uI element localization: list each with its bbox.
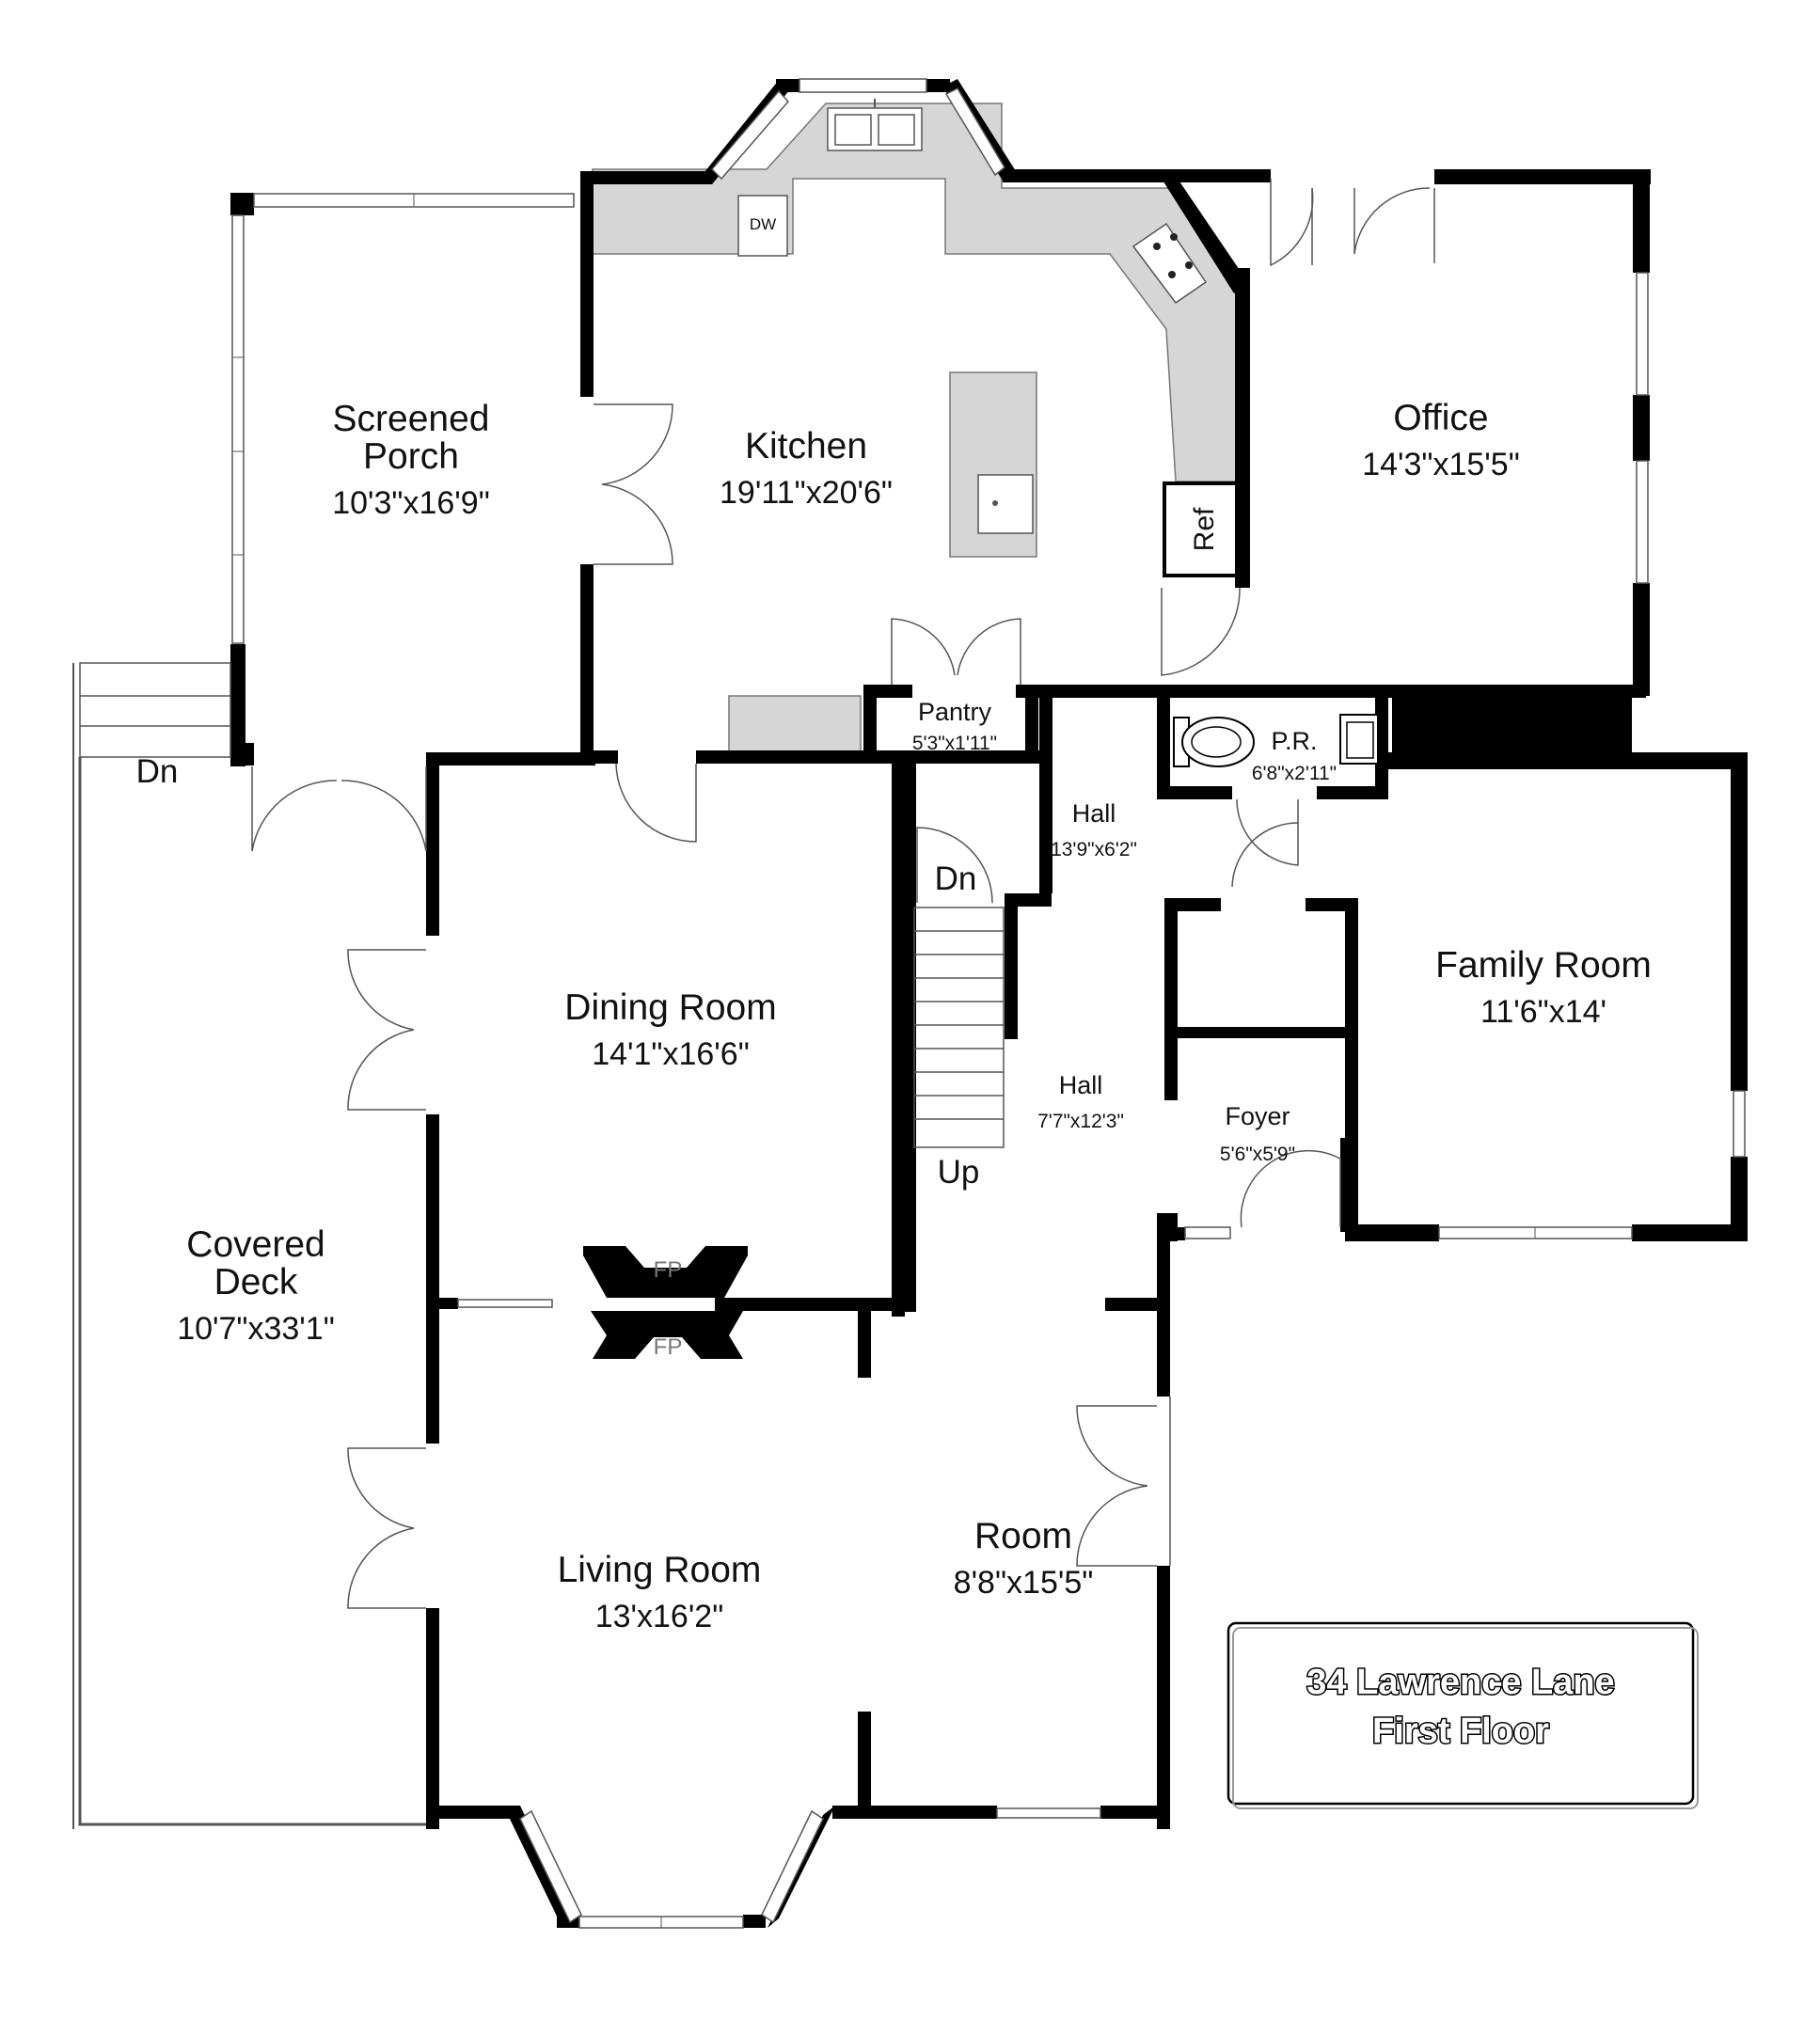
living-room-name: Living Room bbox=[558, 1550, 762, 1590]
screened-porch-name-1: Screened bbox=[333, 399, 490, 439]
pantry-name: Pantry bbox=[918, 698, 992, 726]
doors bbox=[251, 179, 1435, 1609]
fireplace-icon-dining: FP bbox=[583, 1246, 748, 1298]
kitchen-dims: 19'11"x20'6" bbox=[720, 475, 893, 511]
living-room-dims: 13'x16'2" bbox=[595, 1599, 724, 1634]
hall-stairs-up-label: Up bbox=[938, 1154, 980, 1191]
title-line-1: 34 Lawrence Lane bbox=[1306, 1663, 1614, 1702]
hall-lower-name: Hall bbox=[1059, 1071, 1103, 1099]
room-name: Room bbox=[974, 1516, 1072, 1556]
kitchen-name: Kitchen bbox=[745, 426, 867, 466]
island-sink-icon bbox=[977, 474, 1034, 534]
refrigerator-label: Ref bbox=[1189, 507, 1220, 551]
deck-stairs bbox=[79, 662, 231, 758]
pantry-dims: 5'3"x1'11" bbox=[912, 733, 997, 754]
screened-porch-dims: 10'3"x16'9" bbox=[332, 485, 490, 521]
kitchen-counter-south bbox=[728, 695, 862, 755]
toilet-icon bbox=[1173, 717, 1255, 767]
covered-deck-outline bbox=[78, 757, 426, 1826]
refrigerator-icon: Ref bbox=[1163, 481, 1242, 577]
hall-stairs-dn-label: Dn bbox=[935, 860, 977, 897]
family-room-name: Family Room bbox=[1435, 945, 1652, 986]
room-label-pantry: Pantry 5'3"x1'11" bbox=[912, 698, 997, 754]
room-label-living-room: Living Room 13'x16'2" bbox=[558, 1550, 762, 1634]
room-label-room: Room 8'8"x15'5" bbox=[954, 1516, 1094, 1601]
family-room-dims: 11'6"x14' bbox=[1480, 994, 1606, 1030]
room-label-screened-porch: Screened Porch 10'3"x16'9" bbox=[332, 399, 490, 521]
dining-room-name: Dining Room bbox=[564, 987, 776, 1028]
powder-sink-icon bbox=[1339, 714, 1379, 765]
foyer-name: Foyer bbox=[1225, 1102, 1290, 1130]
deck-stairs-dn-label: Dn bbox=[136, 753, 179, 790]
room-label-foyer: Foyer 5'6"x5'9" bbox=[1220, 1102, 1295, 1165]
hall-lower-dims: 7'7"x12'3" bbox=[1037, 1111, 1124, 1132]
title-box: 34 Lawrence Lane First Floor bbox=[1227, 1621, 1699, 1809]
covered-deck-dims: 10'7"x33'1" bbox=[177, 1311, 335, 1347]
room-dims: 8'8"x15'5" bbox=[954, 1565, 1094, 1601]
room-label-powder-room: P.R. 6'8"x2'11" bbox=[1252, 727, 1337, 784]
office-dims: 14'3"x15'5" bbox=[1362, 447, 1520, 482]
powder-room-name: P.R. bbox=[1271, 727, 1317, 755]
office-name: Office bbox=[1393, 398, 1488, 438]
dining-room-dims: 14'1"x16'6" bbox=[592, 1036, 750, 1072]
fireplace-dining-label: FP bbox=[654, 1257, 683, 1283]
room-label-hall-lower: Hall 7'7"x12'3" bbox=[1037, 1071, 1124, 1132]
stairs bbox=[913, 827, 1005, 1148]
screened-porch-name-2: Porch bbox=[363, 436, 459, 477]
title-line-2: First Floor bbox=[1372, 1712, 1549, 1751]
powder-room-dims: 6'8"x2'11" bbox=[1252, 763, 1337, 784]
room-label-covered-deck: Covered Deck 10'7"x33'1" bbox=[177, 1224, 335, 1347]
room-label-hall-upper: Hall 13'9"x6'2" bbox=[1051, 799, 1137, 860]
covered-deck-name-1: Covered bbox=[186, 1224, 324, 1265]
hall-upper-dims: 13'9"x6'2" bbox=[1051, 839, 1137, 860]
foyer-dims: 5'6"x5'9" bbox=[1220, 1144, 1295, 1165]
kitchen-counters bbox=[592, 103, 1238, 755]
dishwasher-label: DW bbox=[750, 215, 776, 233]
covered-deck-name-2: Deck bbox=[214, 1262, 298, 1302]
room-label-family-room: Family Room 11'6"x14' bbox=[1435, 945, 1652, 1030]
room-label-office: Office 14'3"x15'5" bbox=[1362, 398, 1520, 482]
kitchen-sink-icon bbox=[827, 99, 923, 151]
fireplace-living-label: FP bbox=[654, 1334, 683, 1360]
windows bbox=[231, 78, 1746, 1929]
cooktop-icon bbox=[1132, 222, 1208, 305]
hall-upper-name: Hall bbox=[1072, 799, 1116, 828]
dishwasher-icon: DW bbox=[737, 195, 788, 257]
room-label-dining-room: Dining Room 14'1"x16'6" bbox=[564, 987, 776, 1072]
fireplace-icon-living: FP bbox=[591, 1311, 743, 1360]
room-label-kitchen: Kitchen 19'11"x20'6" bbox=[720, 426, 893, 511]
